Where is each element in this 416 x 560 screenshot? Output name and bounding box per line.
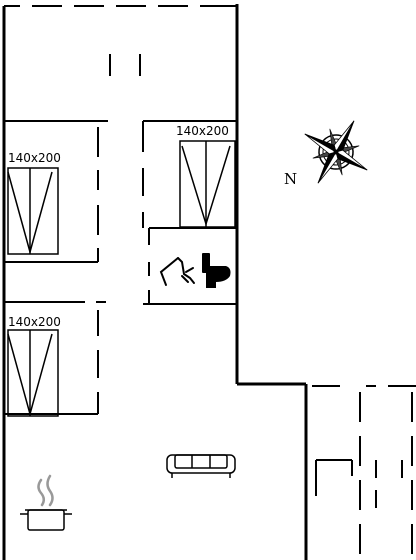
terrace — [312, 385, 416, 554]
compass-rose-icon — [304, 120, 368, 184]
top-room-door-marks — [109, 54, 141, 76]
north-label: N — [284, 170, 297, 188]
cooking-pot-icon — [20, 474, 72, 531]
bed-size-label-lower-left: 140x200 — [8, 315, 61, 329]
bed-size-label-top-left: 140x200 — [8, 151, 61, 165]
shower-icon — [159, 257, 195, 286]
toilet-icon — [202, 253, 231, 288]
bed-top-right — [179, 140, 236, 228]
exterior-walls — [2, 4, 308, 560]
bed-top-left — [7, 167, 59, 255]
interior-walls — [4, 120, 237, 415]
bed-lower-left — [7, 329, 59, 417]
sofa-icon — [166, 454, 236, 478]
bed-size-label-top-right: 140x200 — [176, 124, 229, 138]
